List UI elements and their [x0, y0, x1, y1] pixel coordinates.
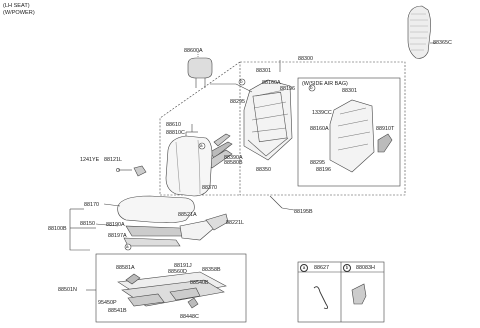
label-ab-1339cc: 1339CC — [312, 110, 332, 116]
label-88580b: 88580B — [224, 160, 243, 166]
label-88221l: 88221L — [226, 220, 244, 226]
label-88100b: 88100B — [48, 226, 67, 232]
legend-b-tag: b — [343, 264, 351, 272]
label-ab-88301: 88301 — [342, 88, 357, 94]
seatback-frame-drawing — [243, 79, 293, 161]
marker-a: a — [200, 143, 203, 148]
label-88358b: 88358B — [202, 267, 221, 273]
legend-b-part: 88083H — [356, 265, 375, 271]
airbag-box-title: (W/SIDE AIR BAG) — [302, 81, 348, 87]
label-88600a: 88600A — [184, 48, 203, 54]
legend-a-circle: a — [300, 264, 308, 272]
label-88370: 88370 — [202, 185, 217, 191]
label-95450p: 95450P — [98, 300, 117, 306]
headrest-drawing — [187, 57, 213, 88]
marker-b: b — [240, 79, 243, 84]
label-88501n: 88501N — [58, 287, 77, 293]
label-88540b: 88540B — [190, 280, 209, 286]
label-88521a: 88521A — [178, 212, 197, 218]
label-88448c: 88448C — [180, 314, 199, 320]
label-88121l: 88121L — [104, 157, 122, 163]
legend-a-tag: a — [300, 264, 308, 272]
airbag-frame-drawing — [329, 99, 393, 173]
seat-cushion-drawing — [117, 195, 195, 247]
label-ab-88295: 88295 — [310, 160, 325, 166]
label-88150: 88150 — [80, 221, 95, 227]
label-88301: 88301 — [256, 68, 271, 74]
marker-b-airbag: b — [310, 85, 313, 90]
label-88365c: 88365C — [433, 40, 452, 46]
seatback-cushion-drawing — [165, 135, 213, 197]
label-ab-88196: 88196 — [316, 167, 331, 173]
label-88191j: 88191J — [174, 263, 192, 269]
bracket-88083h-drawing — [351, 283, 367, 305]
label-88541b: 88541B — [108, 308, 127, 314]
legend-a-part: 88627 — [314, 265, 329, 271]
label-88160a: 88160A — [262, 80, 281, 86]
label-88197a: 88197A — [108, 233, 127, 239]
label-88810c: 88810C — [166, 130, 185, 136]
label-88581a: 88581A — [116, 265, 135, 271]
seat-track-drawing — [117, 271, 227, 309]
clip-88627-drawing — [313, 286, 329, 309]
label-88610: 88610 — [166, 122, 181, 128]
headrest-cover-drawing — [407, 5, 431, 59]
label-88295: 88295 — [230, 99, 245, 105]
marker-a-lower: a — [126, 244, 129, 249]
label-88350: 88350 — [256, 167, 271, 173]
back-pad-drawing — [205, 133, 233, 169]
label-ab-88160a: 88160A — [310, 126, 329, 132]
label-ab-88910t: 88910T — [376, 126, 395, 132]
label-1241ye: 1241YE — [80, 157, 100, 163]
label-88190a: 88190A — [106, 222, 125, 228]
label-88300: 88300 — [298, 56, 313, 62]
label-88195b: 88195B — [294, 209, 313, 215]
label-88560d: 88560D — [168, 269, 187, 275]
label-88170: 88170 — [84, 202, 99, 208]
legend-b-circle: b — [343, 264, 351, 272]
label-88390a: 88390A — [224, 155, 243, 161]
header-seat-side: (LH SEAT) — [3, 3, 30, 9]
label-88196: 88196 — [280, 86, 295, 92]
header-seat-type: (W/POWER) — [3, 10, 35, 16]
